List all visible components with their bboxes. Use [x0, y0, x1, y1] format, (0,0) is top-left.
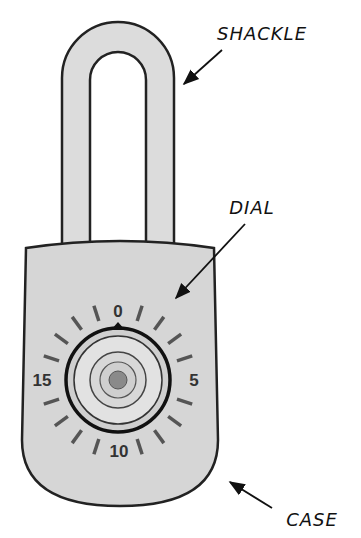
dial-knob — [90, 352, 146, 408]
part-name: SHACKLE — [217, 25, 307, 43]
dial-tick — [168, 416, 181, 425]
shackle — [62, 22, 174, 250]
dial-number: 5 — [189, 372, 198, 389]
dial-tick — [177, 399, 192, 404]
case — [22, 241, 218, 506]
dial-number: 0 — [113, 303, 122, 320]
dial-tick — [94, 306, 99, 321]
dial-tick — [168, 334, 181, 343]
dial-tick — [154, 317, 163, 330]
dial-tick — [72, 317, 81, 330]
dial-number: 15 — [33, 372, 52, 389]
dial-tick — [137, 439, 142, 454]
part-name: CASE — [286, 511, 338, 529]
case-leader — [230, 482, 272, 508]
dial-pointer — [111, 322, 125, 330]
dial-tick — [137, 306, 142, 321]
dial-number: 10 — [110, 443, 129, 460]
dial-tick — [72, 430, 81, 443]
dial-inner — [100, 362, 136, 398]
dial-tick — [44, 399, 59, 404]
dial-tick — [177, 356, 192, 361]
dial-tick — [55, 334, 68, 343]
dial-leader — [176, 224, 245, 298]
dial-face — [74, 336, 162, 424]
dial-tick — [154, 430, 163, 443]
dial-tick — [44, 356, 59, 361]
dial-tick — [94, 439, 99, 454]
dial-hub — [109, 371, 127, 389]
dial-ticks — [44, 306, 192, 454]
dial-ring — [66, 328, 170, 432]
shackle-leader — [184, 50, 222, 84]
dial-tick — [55, 416, 68, 425]
part-name: DIAL — [229, 199, 275, 217]
